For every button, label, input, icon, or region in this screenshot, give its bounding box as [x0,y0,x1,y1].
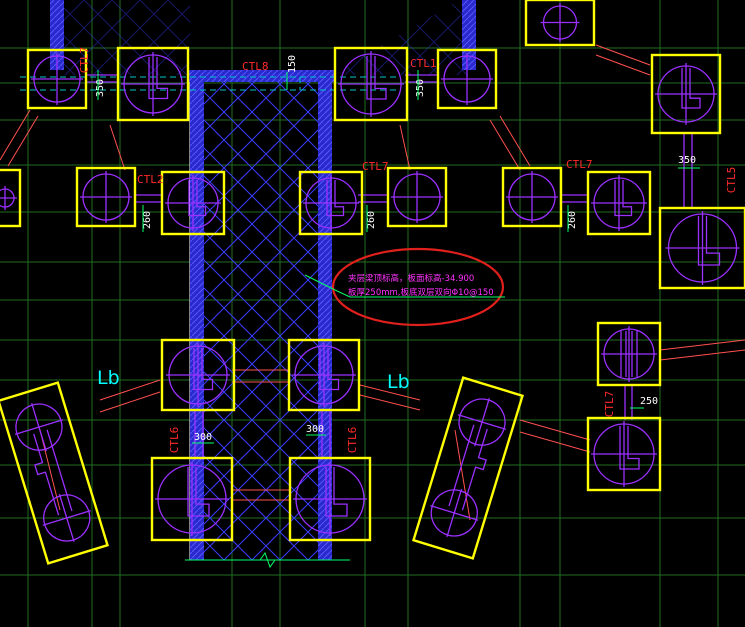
rotated-pile-left[interactable] [0,381,109,565]
rebar-symbol [614,180,633,217]
rebar-symbol [187,467,210,517]
note-leader-line [304,274,505,298]
pile-cap[interactable] [586,170,652,236]
rebar-symbol [326,180,345,217]
pile-cap[interactable] [596,321,662,387]
beam-label-ctl1: CTL1 [410,57,437,70]
pile-cap[interactable] [298,170,364,236]
pile-cap[interactable] [333,46,409,122]
pile-cap-outline [160,170,226,236]
pile-cap-outline [658,206,745,290]
dimension-300-b: 300 [306,424,324,435]
pile-cap-outline [586,416,662,492]
dimension-150: 150 [287,55,298,73]
dimension-350-c: 350 [678,155,696,166]
rebar-symbol [193,348,214,391]
pile-cap-outline [650,53,722,135]
beam-label-ctl5: CTL5 [725,167,738,194]
pile-cap[interactable] [0,168,22,228]
dimension-260-b: 260 [366,211,377,229]
lb-label-right: Lb [387,371,410,393]
dimension-350-a: 350 [95,79,106,97]
pile-cap-outline [288,456,372,542]
pile-cap-outline [501,166,563,228]
slab-hatch-region [60,0,475,560]
pile-cap-outline [586,170,652,236]
dimensions: 350 150 350 350 260 260 260 300 300 250 [95,55,696,443]
pile-cap-outline [386,166,448,228]
pile-caps [0,0,745,542]
rebar-symbol [325,467,348,517]
pile-cap[interactable] [386,166,448,228]
rebar-symbol [697,216,721,266]
pile-cap[interactable] [116,46,190,122]
rebar-symbol [366,56,387,100]
pile-cap-outline [26,48,88,110]
pile-cap-outline [150,456,234,542]
dashed-axes [20,76,400,91]
pile-cap[interactable] [650,53,722,135]
note-line-2: 板厚250mm,板底双层双向Φ10@150 [348,287,494,298]
beam-labels: CTL7 CTL8 CTL1 CTL2 CTL7 CTL7 CTL5 CTL6 … [78,47,738,454]
note-line-1: 夹层梁顶标高，板面标高-34.900 [348,273,474,284]
pile-cap[interactable] [288,456,372,542]
pile-cap[interactable] [150,456,234,542]
dimension-300-a: 300 [194,432,212,443]
pile-cap-outline [524,0,596,47]
pile-cap[interactable] [586,416,662,492]
beam-label-ctl6-b: CTL6 [346,427,359,454]
pile-cap[interactable] [26,48,88,110]
beam-label-ctl7-b: CTL7 [362,160,389,173]
pile-cap-outline [436,48,498,110]
pile-cap-outline [596,321,662,387]
dimension-250: 250 [640,396,658,407]
lb-label-left: Lb [97,367,120,389]
dimension-260-a: 260 [142,211,153,229]
pile-cap[interactable] [160,338,236,412]
pile-cap-outline [160,338,236,412]
pile-cap[interactable] [658,206,745,290]
pile-cap-outline [287,338,361,412]
slab-note-annotation[interactable]: 夹层梁顶标高，板面标高-34.900 板厚250mm,板底双层双向Φ10@150 [304,247,505,327]
beam-label-ctl7-d: CTL7 [603,391,616,418]
rebar-symbol [188,180,207,217]
pile-cap[interactable] [436,48,498,110]
pile-cap-outline [75,166,137,228]
pile-cap[interactable] [287,338,361,412]
dimension-marks [97,70,700,444]
pile-cap-outline [116,46,190,122]
pile-cap[interactable] [501,166,563,228]
beam-label-ctl6-a: CTL6 [168,427,181,454]
rebar-symbol [619,426,640,470]
dimension-260-c: 260 [567,211,578,229]
pile-cap-outline [298,170,364,236]
rotated-pile-right[interactable] [412,376,524,560]
pile-cap[interactable] [75,166,137,228]
pile-cap[interactable] [160,170,226,236]
beam-label-ctl8: CTL8 [242,60,269,73]
rebar-symbol [148,57,169,100]
pile-cap[interactable] [524,0,596,47]
dimension-350-b: 350 [415,79,426,97]
rebar-symbol [681,68,701,109]
pile-cap-outline [0,168,22,228]
rebar-symbol [319,348,340,391]
beam-label-ctl7-a: CTL7 [78,47,91,74]
beam-label-ctl2: CTL2 [137,173,164,186]
tie-lines [0,44,745,521]
note-ellipse [331,247,505,327]
pile-cap-outline [333,46,409,122]
beam-label-ctl7-c: CTL7 [566,158,593,171]
